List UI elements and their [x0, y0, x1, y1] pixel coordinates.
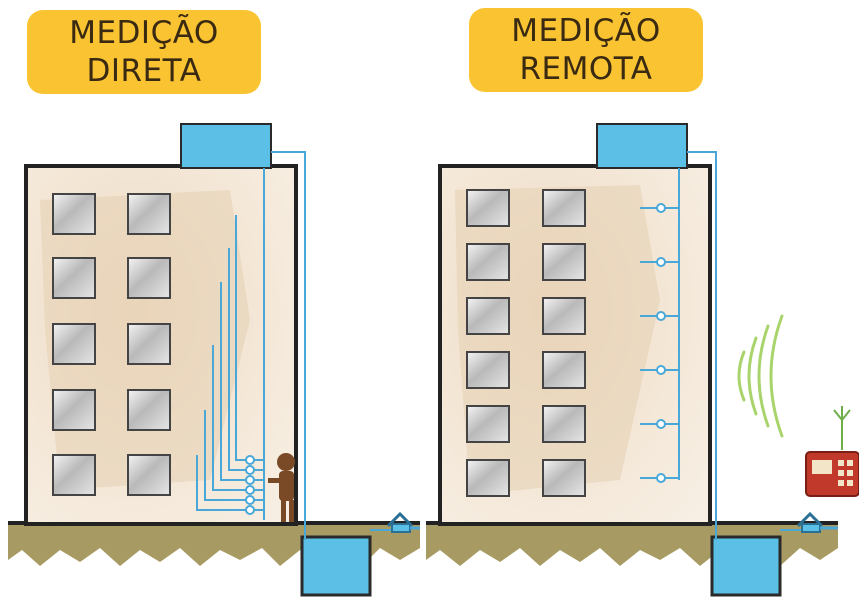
- windows: [466, 189, 586, 497]
- title-line-2: REMOTA: [519, 51, 653, 87]
- upper-water-tank: [180, 123, 272, 169]
- title-line-2: DIRETA: [86, 53, 202, 89]
- title-line-1: MEDIÇÃO: [511, 13, 661, 49]
- title-line-1: MEDIÇÃO: [69, 15, 219, 51]
- remote-reader-device-icon: [805, 406, 859, 497]
- title-badge-remote-metering: MEDIÇÃO REMOTA: [469, 8, 703, 92]
- street-valve: [386, 511, 420, 533]
- upper-water-tank: [596, 123, 688, 169]
- lower-water-reservoir: [300, 535, 372, 597]
- left-building-group: [8, 123, 420, 597]
- right-building-group: [426, 123, 859, 597]
- windows: [52, 193, 171, 496]
- remote-water-meters: [656, 203, 666, 483]
- lower-water-reservoir: [710, 535, 782, 597]
- street-valve: [796, 511, 838, 533]
- meter-reader-person: [268, 453, 295, 522]
- water-meters: [245, 455, 255, 515]
- wireless-signal-icon: [737, 314, 784, 438]
- title-badge-direct-metering: MEDIÇÃO DIRETA: [27, 10, 261, 94]
